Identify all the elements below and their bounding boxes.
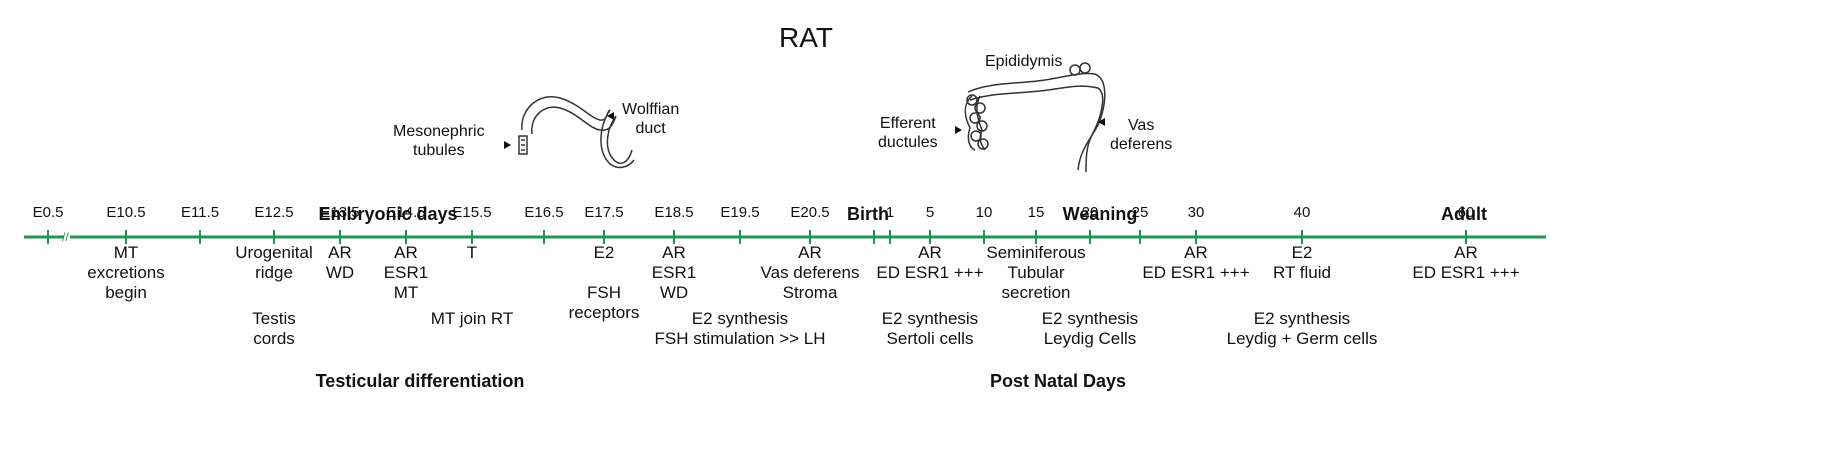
tick-label: E12.5 — [254, 204, 294, 221]
wolffian-duct-label: Wolffian duct — [622, 101, 680, 137]
testicular-differentiation-header: Testicular differentiation — [315, 371, 525, 391]
tick-label: E15.5 — [452, 204, 492, 221]
event-label: Seminiferous Tubular secretion — [986, 243, 1086, 302]
vas-deferens-label: Vas deferens — [1110, 117, 1173, 153]
tick-label: E20.5 — [790, 204, 830, 221]
tick-label: 10 — [975, 204, 993, 221]
event-label-lower: E2 synthesis Leydig + Germ cells — [1226, 309, 1378, 348]
event-label: AR ED ESR1 +++ — [1142, 243, 1250, 282]
event-label: AR ESR1 MT — [383, 243, 429, 302]
tick-label: E16.5 — [524, 204, 564, 221]
tick-label: E19.5 — [720, 204, 760, 221]
mesonephric-tubules-label: Mesonephric tubules — [393, 123, 485, 159]
event-label: AR ED ESR1 +++ — [876, 243, 984, 282]
tick-label: 1 — [885, 204, 895, 221]
event-label-lower: E2 synthesis Leydig Cells — [1041, 309, 1139, 348]
figure-title: RAT — [779, 22, 833, 53]
wolffian-duct-drawing — [504, 96, 635, 169]
birth-header: Birth — [847, 204, 889, 224]
tick-label: E11.5 — [180, 204, 220, 221]
event-label-lower: E2 synthesis FSH stimulation >> LH — [654, 309, 826, 348]
event-label: AR WD — [325, 243, 355, 282]
weaning-header: Weaning — [1062, 204, 1138, 224]
axis-break-mark: // — [62, 230, 69, 244]
event-label: AR Vas deferens Stroma — [760, 243, 860, 302]
event-label: AR ESR1 WD — [651, 243, 697, 302]
epididymis-label: Epididymis — [985, 53, 1063, 70]
tick-label: E18.5 — [654, 204, 694, 221]
tick-label: E17.5 — [584, 204, 624, 221]
tick-label: E0.5 — [32, 204, 64, 221]
tick-label: E13.5 — [320, 204, 360, 221]
event-label: T — [466, 243, 478, 262]
timeline-axis-group: // — [24, 230, 1546, 244]
tick-label: 40 — [1293, 204, 1311, 221]
adult-header: Adult — [1441, 204, 1487, 224]
tick-label: E10.5 — [106, 204, 146, 221]
embryonic-days-header: Embryonic days — [318, 204, 458, 224]
post-natal-days-header: Post Natal Days — [989, 371, 1127, 391]
event-label: E2 FSH receptors — [568, 243, 640, 322]
event-label: AR ED ESR1 +++ — [1412, 243, 1520, 282]
tick-label: 15 — [1027, 204, 1045, 221]
event-label: E2 RT fluid — [1273, 243, 1331, 282]
event-label-lower: MT join RT — [430, 309, 514, 328]
event-label-lower: Testis cords — [252, 309, 296, 348]
tick-label: 25 — [1131, 204, 1149, 221]
tick-label: 30 — [1187, 204, 1205, 221]
event-label: MT excretions begin — [87, 243, 165, 302]
tick-label: 60 — [1457, 204, 1475, 221]
efferent-ductules-label: Efferent ductules — [878, 115, 938, 151]
tick-label: E14.5 — [386, 204, 426, 221]
event-label: Urogenital ridge — [235, 243, 313, 282]
epididymis-drawing — [955, 62, 1106, 173]
tick-label: 20 — [1081, 204, 1099, 221]
event-label-lower: E2 synthesis Sertoli cells — [881, 309, 979, 348]
tick-label: 5 — [925, 204, 935, 221]
